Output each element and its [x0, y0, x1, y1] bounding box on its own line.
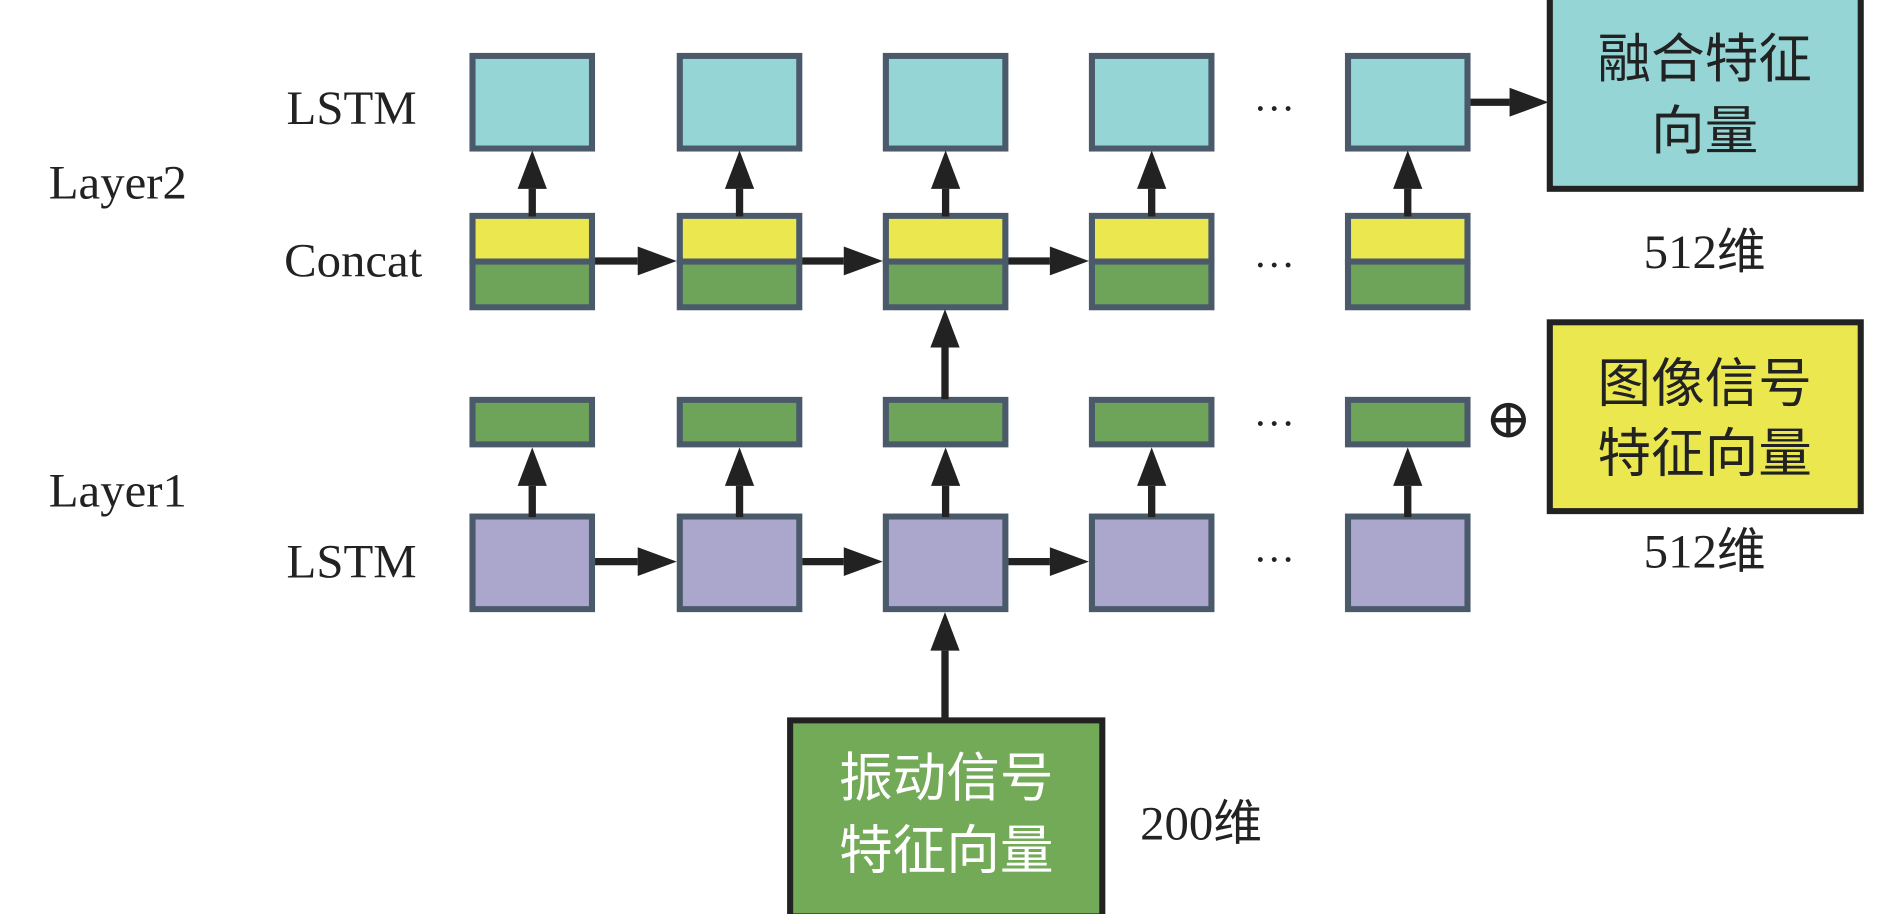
concat-cell-image-part: [1088, 212, 1215, 265]
ellipsis-layer1-out: …: [1254, 389, 1295, 435]
fused-feature-box: [1546, 0, 1864, 192]
lstm-layer1-cell: [676, 513, 803, 613]
arrow-lstm1-to-output: [930, 447, 961, 518]
ellipsis-lstm2: …: [1254, 74, 1295, 120]
fused-box-line2: 向量: [1651, 100, 1758, 162]
vibration-feature-box: [787, 717, 1106, 914]
lstm-layer1-cell: [1088, 513, 1215, 613]
fused-dim-label: 512维: [1644, 226, 1766, 279]
lstm-layer2-label: LSTM: [287, 82, 417, 135]
concat-cell-image-part: [676, 212, 803, 265]
lstm-layer2-cell: [1344, 52, 1471, 152]
arrow-lstm1-to-output: [1393, 447, 1423, 518]
arrow-lstm1-recurrent: [1008, 547, 1089, 577]
concat-cell-image-part: [882, 212, 1009, 265]
arrow-layer1-to-concat: [930, 309, 960, 400]
concat-cell-vibration-part: [1088, 258, 1215, 311]
arrow-lstm1-to-output: [724, 447, 755, 518]
ellipsis-lstm1: …: [1254, 525, 1295, 571]
lstm-layer1-cell: [469, 513, 596, 613]
image-box-line2: 特征向量: [1597, 423, 1812, 485]
image-feature-box: [1546, 319, 1864, 515]
concat-cell-vibration-part: [1344, 258, 1471, 311]
arrow-vibration-to-lstm1: [930, 612, 960, 721]
layer2-label: Layer2: [49, 157, 187, 210]
vibration-dim-label: 200维: [1140, 798, 1262, 851]
concat-cell-image-part: [469, 212, 596, 265]
layer1-output-cell: [1088, 396, 1215, 448]
lstm-layer1-cell: [882, 513, 1009, 613]
layer1-output-cell: [469, 396, 596, 448]
lstm-layer1-cell: [1344, 513, 1471, 613]
arrow-lstm1-to-output: [517, 447, 547, 518]
ellipsis-concat: …: [1254, 230, 1295, 276]
arrow-concat-to-lstm2: [724, 150, 755, 217]
arrow-lstm1-to-output: [1137, 447, 1167, 518]
arrow-concat-recurrent: [595, 246, 677, 276]
arrow-concat-to-lstm2: [517, 150, 547, 217]
arrow-lstm1-recurrent: [595, 547, 677, 577]
arrow-concat-to-lstm2: [930, 150, 961, 217]
arrow-concat-recurrent: [802, 246, 883, 276]
layer1-label: Layer1: [49, 465, 187, 518]
layer1-output-cell: [882, 396, 1009, 448]
vibration-box-line1: 振动信号: [839, 747, 1054, 809]
image-box-line1: 图像信号: [1597, 353, 1812, 415]
layer1-output-cell: [676, 396, 803, 448]
concat-oplus-icon: ⊕: [1485, 389, 1532, 451]
concat-cell-vibration-part: [469, 258, 596, 311]
arrow-lstm1-recurrent: [802, 547, 883, 577]
image-dim-label: 512维: [1644, 526, 1766, 579]
vibration-box-line2: 特征向量: [839, 820, 1054, 882]
concat-cell-vibration-part: [676, 258, 803, 311]
arrow-concat-to-lstm2: [1393, 150, 1423, 217]
lstm-layer1-label: LSTM: [287, 536, 417, 589]
concat-cell-vibration-part: [882, 258, 1009, 311]
arrow-lstm2-to-fused: [1470, 87, 1549, 117]
arrow-concat-recurrent: [1008, 246, 1089, 276]
layer1-output-cell: [1344, 396, 1471, 448]
arrow-concat-to-lstm2: [1137, 150, 1167, 217]
concat-cell-image-part: [1344, 212, 1471, 265]
lstm-layer2-cell: [882, 52, 1009, 152]
lstm-layer2-cell: [1088, 52, 1215, 152]
lstm-layer2-cell: [676, 52, 803, 152]
concat-label: Concat: [284, 235, 423, 288]
lstm-layer2-cell: [469, 52, 596, 152]
fused-box-line1: 融合特征: [1597, 28, 1812, 90]
